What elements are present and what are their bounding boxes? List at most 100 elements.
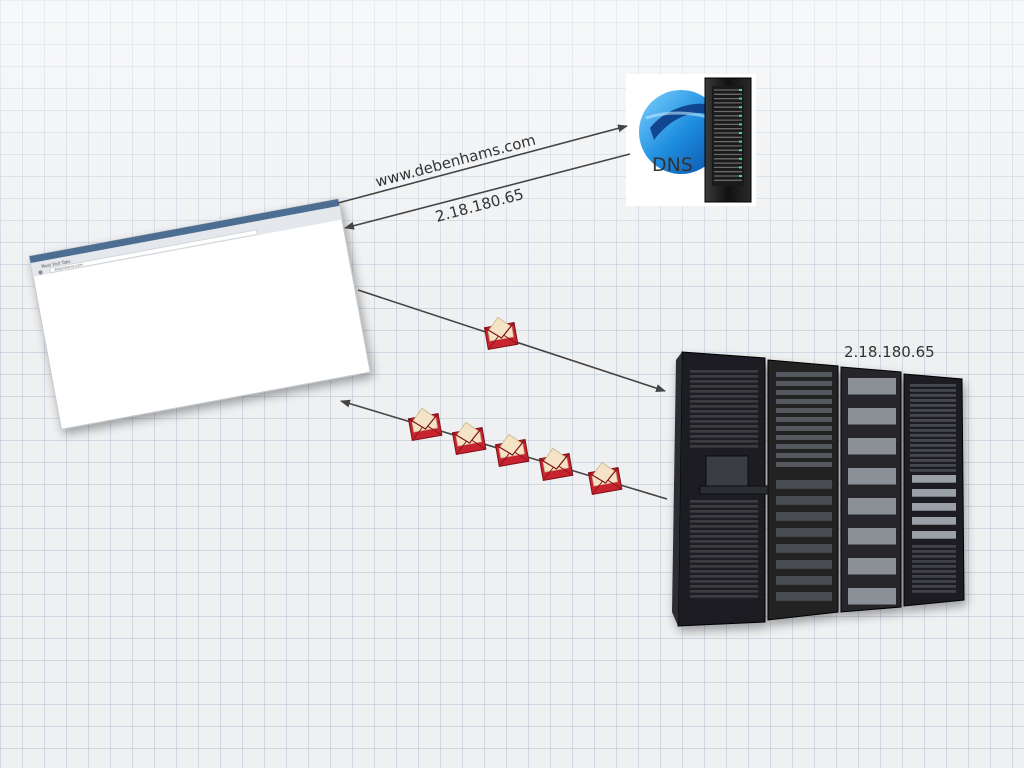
rack-1-vent [690, 430, 758, 433]
rack-4-vent [912, 545, 956, 548]
rack-2-drive-bay [776, 462, 832, 467]
rack-2-drive-bay [776, 560, 832, 569]
rack-1-vent [690, 445, 758, 448]
rack-1-vent [690, 570, 758, 573]
rack-1-vent [690, 585, 758, 588]
rack-1-vent [690, 530, 758, 533]
rack-4-vent [910, 384, 956, 387]
rack-3-drive-bay [848, 528, 896, 545]
response-envelope-icon [406, 405, 443, 442]
rack-1-vent [690, 405, 758, 408]
rack-4-vent [910, 394, 956, 397]
rack-4-vent [912, 550, 956, 553]
rack-2-drive-bay [776, 444, 832, 449]
rack-1-vent [690, 560, 758, 563]
rack-1-vent [690, 375, 758, 378]
rack-1-vent [690, 520, 758, 523]
rack-2-drive-bay [776, 496, 832, 505]
tower-led [739, 157, 742, 160]
rack-2-drive-bay [776, 426, 832, 431]
rack-4-vent [910, 434, 956, 437]
rack-2-drive-bay [776, 390, 832, 395]
rack-1-vent [690, 565, 758, 568]
rack-2-drive-bay [776, 417, 832, 422]
rack-2-drive-bay [776, 480, 832, 489]
rack-1-vent [690, 515, 758, 518]
rack-1-vent [690, 555, 758, 558]
web-server-racks [672, 351, 965, 627]
rack-1-vent [690, 425, 758, 428]
rack-1-vent [690, 525, 758, 528]
rack-4-drive-bay [912, 475, 956, 483]
rack-2-drive-bay [776, 408, 832, 413]
rack-4-vent [910, 419, 956, 422]
rack-4-vent [912, 565, 956, 568]
rack-3-drive-bay [848, 408, 896, 425]
rack-1-vent [690, 435, 758, 438]
rack-1-vent [690, 580, 758, 583]
dns-server: DNS [626, 74, 756, 206]
rack-4-vent [912, 555, 956, 558]
rack-2-drive-bay [776, 528, 832, 537]
rack-1-vent [690, 595, 758, 598]
rack-2-drive-bay [776, 381, 832, 386]
rack-4-vent [910, 469, 956, 472]
rack-2-drive-bay [776, 512, 832, 521]
rack-1-vent [690, 370, 758, 373]
tower-led [739, 132, 742, 134]
rack-1-vent [690, 535, 758, 538]
browser-address-bar [49, 229, 258, 273]
response-envelope-icon [450, 419, 487, 456]
tower-led [739, 149, 742, 152]
rack-1-vent [690, 395, 758, 398]
rack-4-vent [910, 444, 956, 447]
browser-back-icon [38, 270, 43, 275]
request-envelope-icon [482, 314, 519, 351]
rack-2-drive-bay [776, 592, 832, 601]
rack-4-vent [910, 459, 956, 462]
tower-led [739, 97, 742, 100]
server-console-screen [705, 455, 749, 489]
rack-1-vent [690, 380, 758, 383]
rack-4-vent [910, 389, 956, 392]
rack-2-drive-bay [776, 453, 832, 458]
rack-1-vent [690, 415, 758, 418]
rack-1-vent [690, 420, 758, 423]
rack-4-vent [912, 580, 956, 583]
rack-4-drive-bay [912, 489, 956, 497]
tower-led [739, 106, 742, 109]
dns-response-arrow [344, 153, 631, 230]
browser-address-text: debenhams.com [54, 263, 84, 272]
rack-3-drive-bay [848, 438, 896, 455]
rack-2-drive-bay [776, 576, 832, 585]
rack-2-drive-bay [776, 435, 832, 440]
rack-4-vent [910, 404, 956, 407]
rack-3-drive-bay [848, 378, 896, 395]
rack-1-vent [690, 540, 758, 543]
rack-1-vent [690, 505, 758, 508]
rack-4-vent [912, 585, 956, 588]
rack-4-vent [910, 414, 956, 417]
tower-led [739, 114, 742, 117]
dns-request-arrow [337, 124, 628, 204]
rack-1-vent [690, 510, 758, 513]
rack-4-vent [910, 429, 956, 432]
rack-4-drive-bay [912, 531, 956, 539]
rack-4-vent [912, 560, 956, 563]
server-rack-3 [840, 366, 902, 613]
rack-4-vent [910, 439, 956, 442]
tower-led [739, 89, 742, 91]
rack-1-vent [690, 550, 758, 553]
rack-4-vent [912, 570, 956, 573]
rack-1-vent [690, 400, 758, 403]
browser-titlebar [29, 198, 340, 264]
rack-4-vent [910, 449, 956, 452]
rack-4-vent [910, 424, 956, 427]
rack-4-vent [910, 409, 956, 412]
rack-2-drive-bay [776, 372, 832, 377]
rack-4-vent [910, 399, 956, 402]
response-envelope-icon [493, 431, 530, 468]
web-server-ip-label: 2.18.180.65 [844, 343, 935, 361]
rack-2-drive-bay [776, 544, 832, 553]
server-rack-2 [767, 359, 839, 621]
